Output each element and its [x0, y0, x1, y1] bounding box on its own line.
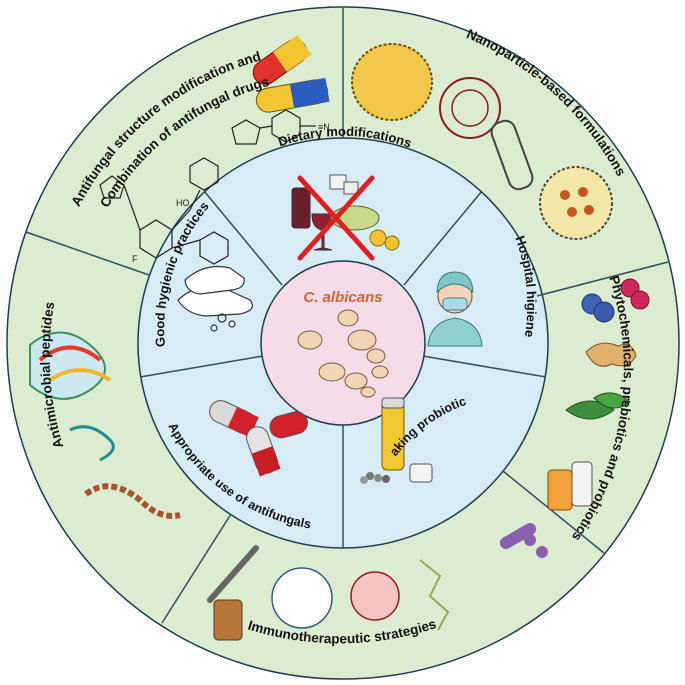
molecule-nitrile-label: ≡N [318, 122, 330, 132]
molecule-fluorine-label: F [132, 254, 138, 264]
center-label: C. albicans [303, 289, 382, 306]
molecule-hydroxyl-label: HO [176, 198, 190, 208]
